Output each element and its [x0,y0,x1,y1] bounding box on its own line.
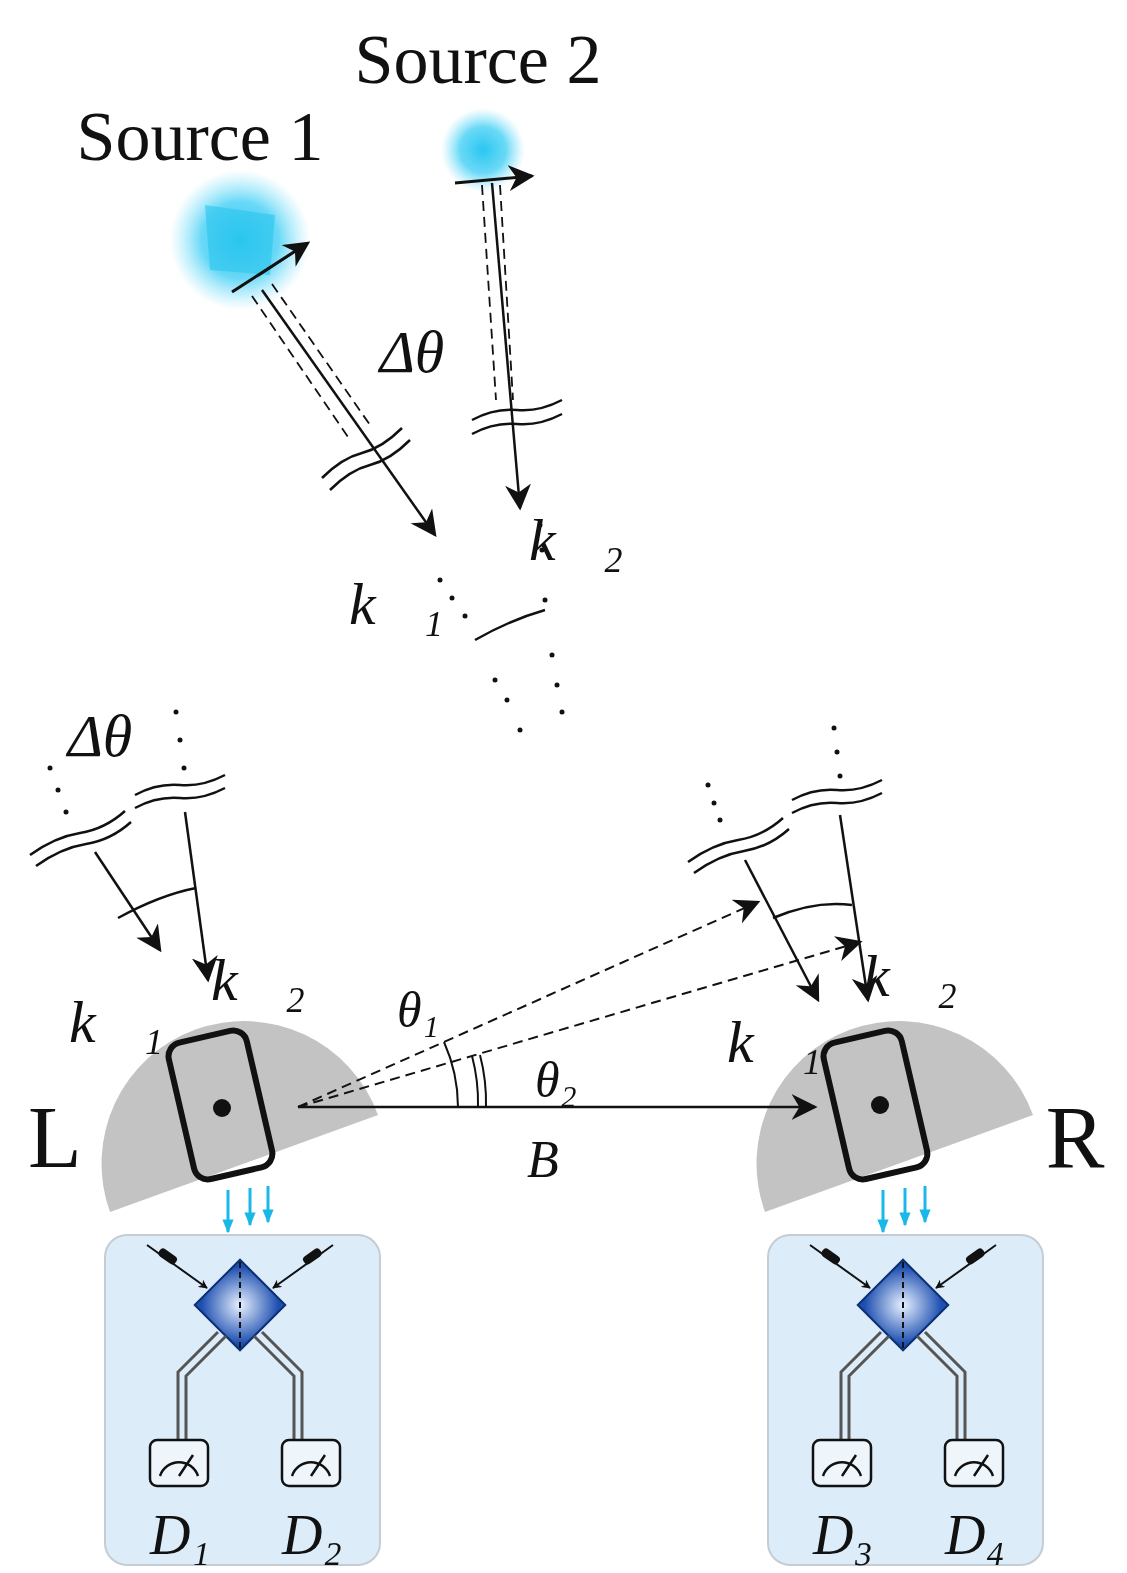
detector-panels [105,1235,1043,1565]
telescopes [102,1021,1033,1232]
wavevector-label: k⃗₁ [349,574,443,634]
source-name: Source 1 [77,102,324,172]
baseline-vector-label: B⃗ [527,1134,599,1186]
angle-label: Δθ [380,322,445,382]
telescope-name: R [1046,1094,1105,1182]
incoming-rays [30,775,882,1000]
wavevector-label: k⃗₂ [211,950,305,1010]
baseline [298,902,860,1107]
angle-label: Δθ [68,706,133,766]
detector-label: D₂ [282,1507,342,1563]
angle-label: θ₂ [535,1055,577,1105]
wavevector-label: k⃗₂ [529,510,623,570]
detector-label: D₃ [813,1507,873,1563]
dots [48,523,843,823]
source-name: Source 2 [355,25,602,95]
wavevector-label: k⃗₁ [69,992,163,1052]
angle-label: θ₁ [397,985,439,1035]
detector-label: D₁ [150,1507,210,1563]
telescope-name: L [28,1094,82,1182]
detector-label: D₄ [945,1507,1005,1563]
wavevector-label: k⃗₁ [727,1012,821,1072]
rays [252,183,562,640]
wavevector-label: k⃗₂ [863,946,957,1006]
